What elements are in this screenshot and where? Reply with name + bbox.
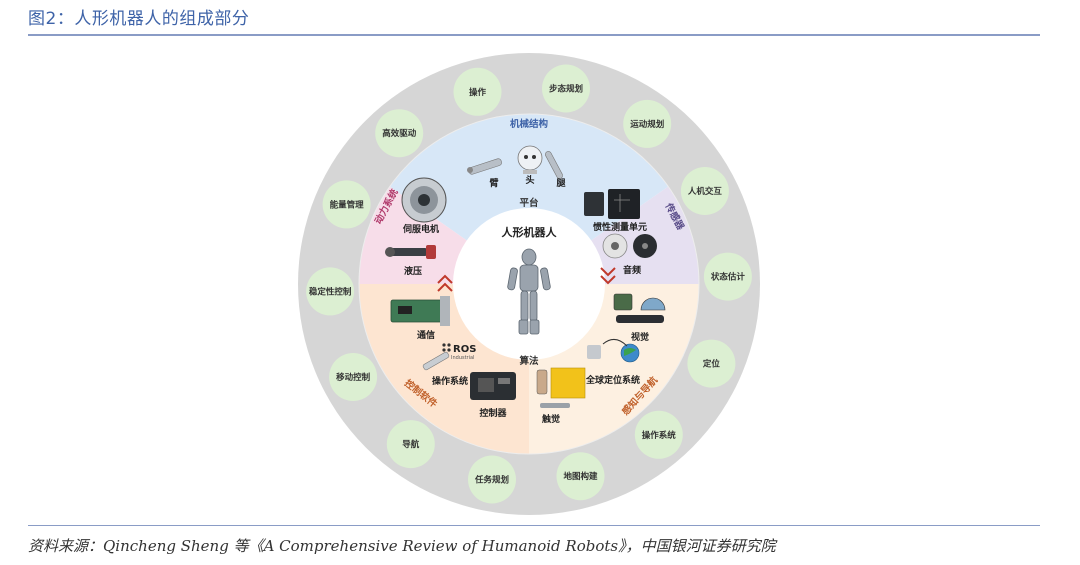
sensors-item-vision: 视觉 [631,331,649,343]
outer-bubble [680,167,729,215]
power-item-servo-motor: 伺服电机 [402,223,439,235]
imu-icon [584,189,640,219]
inner-ring-outline [358,113,700,455]
outer-bubble-label: 高效驱动 [382,128,417,139]
title-divider [28,34,1040,36]
figure-title: 图2：人形机器人的组成部分 [28,9,250,29]
outer-bubble [386,420,435,469]
outer-bubble [375,109,424,158]
up-arrow-icon [437,274,453,292]
outer-bubble [468,455,516,504]
gps-icon [587,339,640,363]
algorithm-item-os: 操作系统 [432,375,468,387]
outer-bubble-label: 操作 [469,87,487,98]
platform-item-leg: 腿 [556,178,566,189]
algorithm-label: 算法 [519,355,539,367]
ros-logo: ROS Industrial [442,343,476,361]
audio-icon [602,233,657,259]
perception-item-gps: 全球定位系统 [585,374,640,386]
hydraulic-icon [385,245,436,259]
outer-bubble-label: 人机交互 [688,186,723,197]
outer-bubble-label: 稳定性控制 [309,286,352,297]
outer-bubble-label: 移动控制 [336,372,371,383]
outer-bubble-label: 定位 [702,359,721,370]
vision-icon [613,293,666,323]
source-caption: 资料来源：Qincheng Sheng 等《A Comprehensive Re… [28,537,776,555]
outer-bubble-label: 导航 [402,439,420,450]
down-arrow-icon [600,267,616,285]
outer-bubble-label: 任务规划 [474,475,509,486]
ros-sub-label: Industrial [451,355,474,361]
algorithm-item-communication: 通信 [417,329,435,341]
servo-motor-icon [401,177,447,223]
outer-bubble [322,180,371,229]
arm-icon [467,158,502,175]
sensors-item-imu: 惯性测量单元 [593,221,647,233]
communication-board-icon [390,296,450,326]
leg-icon [545,151,563,179]
algorithm-item-controller: 控制器 [479,407,507,419]
sector-platform [389,113,669,284]
outer-bubble-label: 步态规划 [549,84,583,95]
outer-bubble [634,410,683,459]
outer-bubble-label: 运动规划 [630,119,664,130]
outer-bubble [703,252,752,301]
outer-bubble-label: 能量管理 [330,199,365,210]
ros-label: ROS [453,344,476,355]
controller-icon [470,372,516,400]
sensors-item-audio: 音频 [623,264,641,276]
platform-label: 平台 [519,197,539,209]
tactile-grid-icon [536,367,586,408]
robot-arm-icon [422,351,450,371]
platform-item-arm: 臂 [489,177,498,189]
center-label: 人形机器人 [502,225,558,239]
outer-bubble [556,452,605,501]
ring-label-mechanical: 机械结构 [510,118,549,130]
power-item-hydraulic: 液压 [404,265,422,277]
outer-bubble-label: 状态估计 [711,272,746,283]
outer-bubble [453,67,502,116]
outer-bubble-label: 操作系统 [642,430,677,441]
outer-bubble [329,353,378,401]
outer-bubble [306,267,355,316]
humanoid-robot-icon [507,248,551,335]
outer-bubble-label: 地图构建 [563,471,598,482]
platform-item-head: 头 [525,174,534,186]
outer-bubble [542,64,590,113]
outer-bubble [687,339,736,388]
robot-head-icon [517,145,543,174]
source-divider [28,525,1040,526]
perception-item-tactile: 触觉 [541,413,560,425]
outer-bubble [623,99,672,148]
